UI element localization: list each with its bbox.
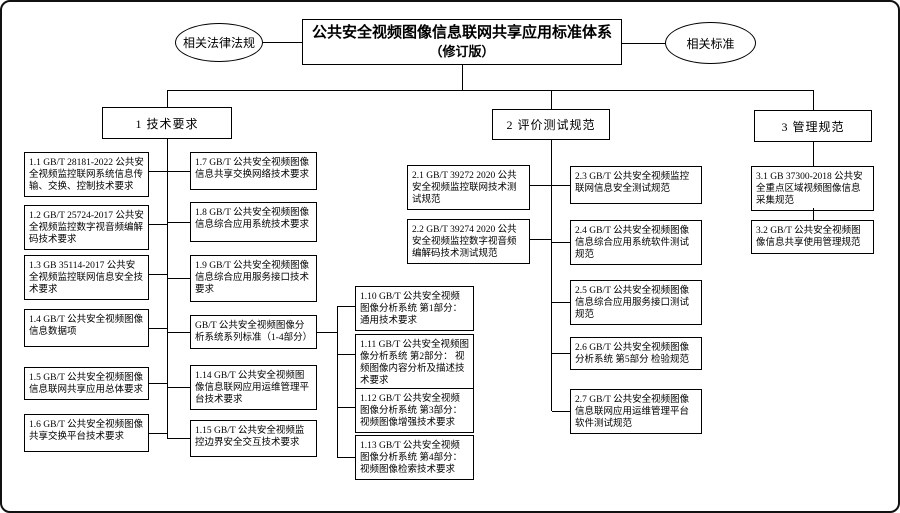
node-3-1: 3.1 GB 37300-2018 公共安全重点区域视频图像信息采集规范 bbox=[751, 166, 874, 211]
node-1-5: 1.5 GB/T 公共安全视频图像信息联网共享应用总体要求 bbox=[24, 367, 149, 400]
node-1-6: 1.6 GB/T 公共安全视频图像共享交换平台技术要求 bbox=[24, 414, 149, 452]
connector-line bbox=[552, 242, 570, 243]
node-2-1: 2.1 GB/T 39272 2020 公共安全视频监控联网技术测试规范 bbox=[407, 165, 530, 210]
connector-line bbox=[337, 457, 355, 458]
node-1-15: 1.15 GB/T 公共安全视频监控边界安全交互技术要求 bbox=[190, 420, 317, 457]
connector-line bbox=[263, 42, 302, 43]
node-2-5: 2.5 GB/T 公共安全视频图像信息综合应用服务接口测试规范 bbox=[570, 280, 702, 325]
connector-line bbox=[337, 354, 355, 355]
connector-line bbox=[168, 171, 190, 172]
connector-line bbox=[813, 208, 814, 220]
connector-line bbox=[337, 407, 355, 408]
node-1-8: 1.8 GB/T 公共安全视频图像信息综合应用系统技术要求 bbox=[190, 202, 317, 242]
connector-line bbox=[813, 142, 814, 166]
branch-3-header: 3 管理规范 bbox=[754, 110, 872, 142]
node-1-1: 1.1 GB/T 28181-2022 公共安全视频监控联网系统信息传输、交换、… bbox=[24, 152, 149, 197]
node-1-3: 1.3 GB 35114-2017 公共安全视频监控联网信息安全技术要求 bbox=[24, 255, 149, 300]
node-series-analysis-standards: GB/T 公共安全视频图像分析系统系列标准（1-4部分） bbox=[190, 315, 317, 349]
connector-line bbox=[168, 278, 190, 279]
connector-line bbox=[149, 383, 167, 384]
connector-line bbox=[551, 90, 552, 109]
right-ellipse-standards: 相关标准 bbox=[665, 22, 756, 64]
connector-line bbox=[149, 171, 167, 172]
node-2-2: 2.2 GB/T 39274 2020 公共安全视频监控数字视音频编解码技术测试… bbox=[407, 219, 530, 264]
connector-line bbox=[462, 65, 463, 90]
connector-line bbox=[167, 90, 814, 91]
connector-line bbox=[530, 185, 551, 186]
connector-line bbox=[813, 90, 814, 110]
node-1-7: 1.7 GB/T 公共安全视频图像信息共享交换网络技术要求 bbox=[190, 152, 317, 190]
node-1-10: 1.10 GB/T 公共安全视频图像分析系统 第1部分： 通用技术要求 bbox=[355, 286, 474, 331]
connector-line bbox=[149, 433, 167, 434]
connector-line bbox=[167, 90, 168, 107]
node-2-7: 2.7 GB/T 公共安全视频图像信息联网应用运维管理平台软件测试规范 bbox=[570, 389, 702, 434]
connector-line bbox=[149, 328, 167, 329]
connector-line bbox=[168, 332, 190, 333]
title-box: 公共安全视频图像信息联网共享应用标准体系 （修订版） bbox=[302, 19, 622, 65]
connector-line bbox=[168, 222, 190, 223]
branch-1-header: 1 技术要求 bbox=[102, 107, 232, 139]
connector-line bbox=[551, 140, 552, 411]
node-2-6: 2.6 GB/T 公共安全视频图像分析系统 第5部分 检验规范 bbox=[570, 337, 702, 370]
node-1-13: 1.13 GB/T 公共安全视频图像分析系统 第4部分： 视频图像检索技术要求 bbox=[355, 435, 474, 480]
connector-line bbox=[530, 239, 551, 240]
connector-line bbox=[149, 274, 167, 275]
connector-line bbox=[552, 302, 570, 303]
node-1-14: 1.14 GB/T 公共安全视频图像信息联网应用运维管理平台技术要求 bbox=[190, 365, 317, 410]
node-1-2: 1.2 GB/T 25724-2017 公共安全视频监控数字视音频编解码技术要求 bbox=[24, 205, 149, 250]
node-1-9: 1.9 GB/T 公共安全视频图像信息综合应用服务接口技术要求 bbox=[190, 255, 317, 302]
connector-line bbox=[552, 353, 570, 354]
node-1-4: 1.4 GB/T 公共安全视频图像信息数据项 bbox=[24, 309, 149, 347]
node-3-2: 3.2 GB/T 公共安全视频图像信息共享使用管理规范 bbox=[751, 220, 874, 254]
connector-line bbox=[337, 306, 355, 307]
node-2-4: 2.4 GB/T 公共安全视频图像信息综合应用系统软件测试规范 bbox=[570, 220, 702, 265]
left-ellipse-laws: 相关法律法规 bbox=[175, 23, 263, 62]
connector-line bbox=[168, 438, 190, 439]
connector-line bbox=[552, 411, 570, 412]
branch-2-header: 2 评价测试规范 bbox=[492, 109, 610, 140]
connector-line bbox=[552, 185, 570, 186]
node-1-11: 1.11 GB/T 公共安全视频图像分析系统 第2部分： 视频图像内容分析及描述… bbox=[355, 334, 474, 391]
connector-line bbox=[168, 387, 190, 388]
diagram-title: 公共安全视频图像信息联网共享应用标准体系 bbox=[311, 24, 612, 42]
connector-line bbox=[337, 306, 338, 458]
connector-line bbox=[317, 332, 337, 333]
connector-line bbox=[149, 224, 167, 225]
node-1-12: 1.12 GB/T 公共安全视频图像分析系统 第3部分： 视频图像增强技术要求 bbox=[355, 388, 474, 433]
diagram-subtitle: （修订版） bbox=[429, 44, 495, 60]
connector-line bbox=[622, 43, 665, 44]
connector-line bbox=[167, 139, 168, 439]
node-2-3: 2.3 GB/T 公共安全视频监控联网信息安全测试规范 bbox=[570, 166, 702, 204]
